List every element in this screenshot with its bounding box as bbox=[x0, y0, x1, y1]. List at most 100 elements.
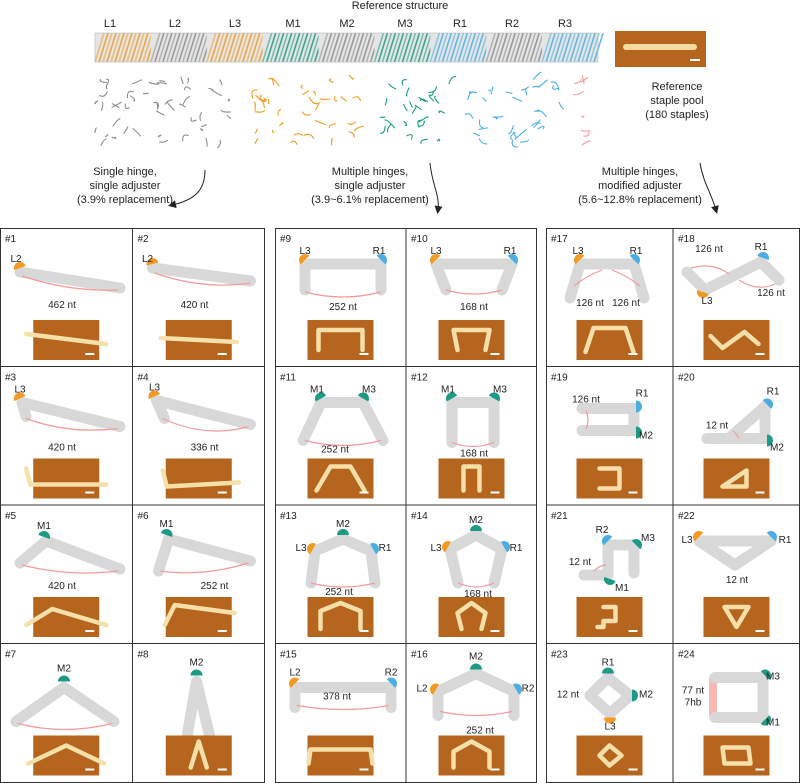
staple-strand bbox=[473, 132, 480, 137]
panel-number: #3 bbox=[5, 373, 17, 384]
hinge-label-l3: L3 bbox=[14, 385, 26, 396]
staple-strand bbox=[156, 102, 159, 110]
afm-structure bbox=[26, 743, 107, 766]
hinge-l2 bbox=[146, 258, 159, 266]
staple-strand bbox=[211, 89, 222, 97]
adjuster-strand bbox=[451, 441, 495, 448]
staple-stripe bbox=[250, 32, 261, 63]
hinge-label-m2: M2 bbox=[336, 519, 350, 530]
staple-stripe bbox=[513, 32, 524, 63]
scale-bar bbox=[217, 491, 227, 494]
hinge-m3 bbox=[631, 539, 642, 550]
adjuster-length-label: 252 nt bbox=[466, 726, 494, 737]
hinge-label-r1: R1 bbox=[510, 543, 523, 554]
adjuster-strand bbox=[162, 417, 249, 432]
adjuster-length-label: 252 nt bbox=[329, 302, 357, 313]
staple-strand bbox=[580, 129, 591, 132]
staple-strand bbox=[537, 125, 545, 130]
reference-afm-bar bbox=[623, 44, 697, 50]
staple-stripe bbox=[170, 32, 181, 63]
segment-label-r2: R2 bbox=[504, 18, 520, 30]
helix-bundle bbox=[40, 535, 126, 575]
staple-stripe bbox=[130, 32, 141, 63]
helix-bundle bbox=[496, 258, 518, 296]
hinge-label-m2: M2 bbox=[469, 515, 483, 526]
staple-strand bbox=[417, 120, 426, 127]
staple-stripe bbox=[134, 32, 145, 63]
afm-image bbox=[703, 320, 770, 360]
staple-strand bbox=[580, 77, 589, 83]
adjuster-strand-right bbox=[611, 269, 641, 287]
scale-bar bbox=[490, 630, 500, 632]
staple-strand bbox=[302, 90, 310, 96]
helix-bundle bbox=[16, 397, 126, 432]
afm-structure bbox=[597, 466, 622, 491]
staple-stripe bbox=[393, 32, 405, 63]
hinge-label-m1: M1 bbox=[37, 521, 51, 532]
staple-stripe bbox=[325, 32, 337, 63]
adjuster-length-label: 126 nt bbox=[572, 395, 600, 406]
scale-bar bbox=[755, 630, 765, 632]
afm-structure bbox=[24, 331, 109, 347]
afm-image bbox=[703, 735, 770, 776]
helix-bundle bbox=[297, 397, 327, 446]
staple-strand bbox=[388, 83, 397, 90]
staple-stripe bbox=[361, 32, 373, 63]
staple-stripe bbox=[333, 32, 345, 63]
staple-strand bbox=[123, 126, 129, 134]
staple-strand bbox=[348, 131, 356, 138]
adjuster-length-label: 168 nt bbox=[460, 449, 488, 460]
scale-bar bbox=[628, 491, 638, 494]
staple-strand bbox=[111, 136, 117, 139]
staple-strand bbox=[495, 115, 498, 120]
staple-stripe bbox=[281, 32, 293, 63]
adjuster-length-label-right: 126 nt bbox=[612, 298, 640, 309]
helix-bundle bbox=[755, 256, 785, 286]
staple-stripe bbox=[321, 32, 333, 63]
helix-bundle bbox=[444, 543, 464, 589]
afm-structure bbox=[24, 606, 109, 628]
adjuster-strand bbox=[593, 564, 607, 572]
afm-structure bbox=[722, 604, 751, 630]
scale-bar bbox=[490, 491, 500, 494]
staple-strand bbox=[159, 139, 168, 143]
hinge-r1 bbox=[602, 667, 614, 674]
helix-bundle bbox=[16, 397, 32, 422]
afm-structure bbox=[316, 327, 365, 353]
hinge-m2 bbox=[632, 689, 638, 702]
adjuster-length-label: 252 nt bbox=[325, 587, 353, 598]
staple-stripe bbox=[285, 32, 297, 63]
staple-strand bbox=[217, 140, 222, 149]
adjuster-strand bbox=[154, 272, 251, 286]
staple-strand bbox=[111, 101, 122, 108]
hinge-l3 bbox=[442, 541, 451, 553]
hinge-label-l2: L2 bbox=[10, 254, 22, 265]
arrow-category-1 bbox=[168, 169, 206, 209]
adjuster-strand bbox=[21, 564, 119, 574]
staple-strand bbox=[205, 137, 208, 147]
staple-stripe bbox=[210, 32, 221, 63]
staple-stripe bbox=[521, 32, 532, 63]
scale-bar bbox=[690, 59, 700, 61]
hinge-label-r2: R2 bbox=[385, 668, 398, 679]
hinge-r1 bbox=[757, 252, 769, 261]
staple-strand bbox=[126, 90, 134, 99]
scale-bar bbox=[628, 353, 638, 355]
staple-stripe bbox=[349, 32, 361, 63]
hinge-label-m3: M3 bbox=[362, 385, 376, 396]
hinge-r1 bbox=[762, 398, 773, 409]
panel-number: #19 bbox=[551, 373, 568, 384]
staple-stripe bbox=[142, 32, 153, 63]
staple-stripe bbox=[317, 32, 329, 63]
staple-strand bbox=[384, 119, 396, 129]
hinge-r2 bbox=[513, 683, 522, 695]
staple-strand bbox=[508, 125, 514, 135]
staple-strand bbox=[199, 112, 203, 121]
staple-stripe bbox=[94, 32, 105, 63]
hinge-l3 bbox=[697, 289, 709, 298]
scale-bar bbox=[359, 353, 369, 355]
